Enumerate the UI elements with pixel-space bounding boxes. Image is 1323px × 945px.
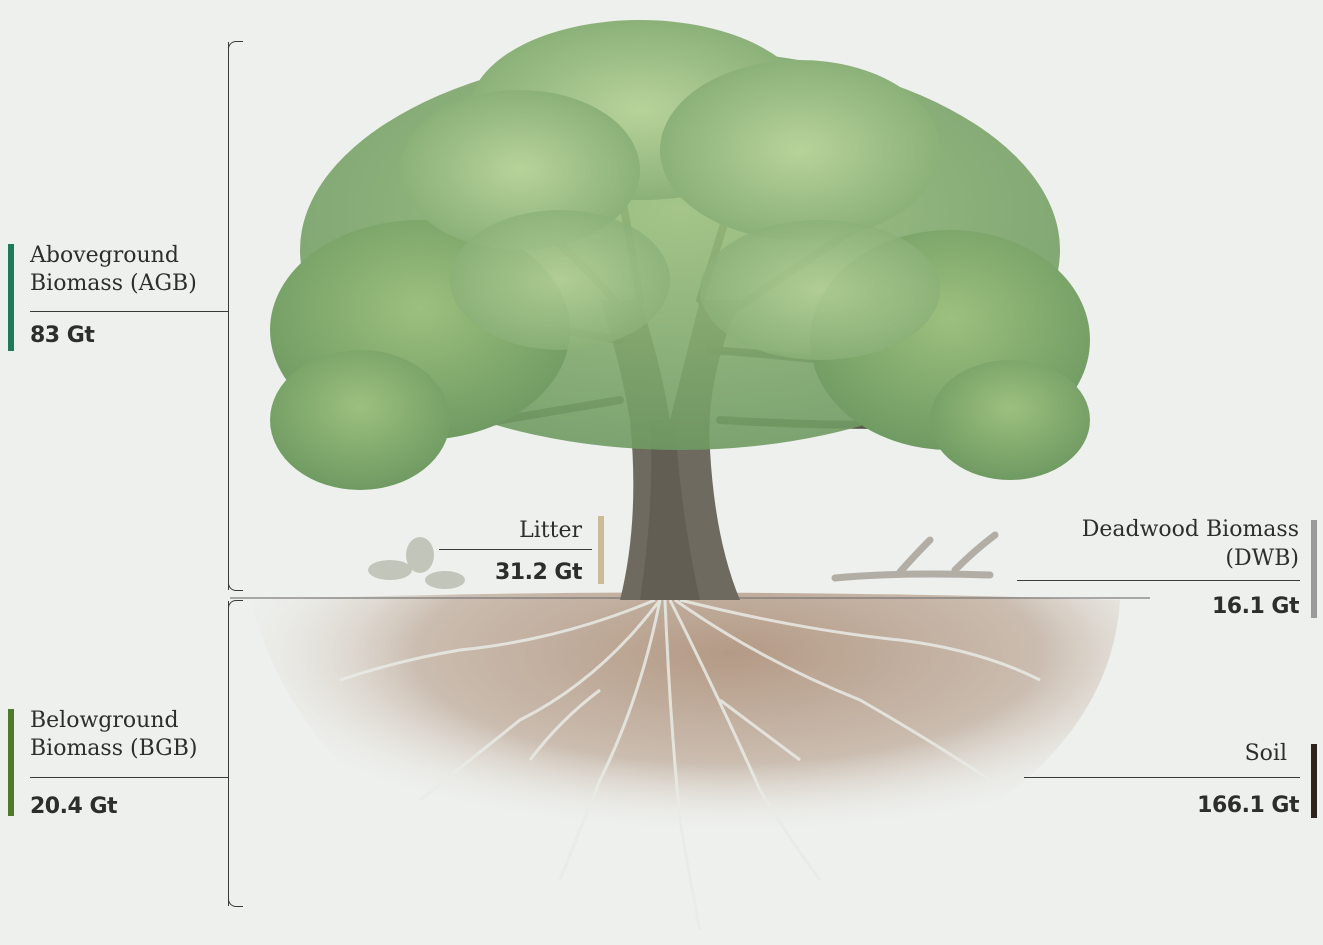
bgb-name-line2: Biomass (BGB) (30, 735, 197, 763)
dwb-accent-bar (1311, 520, 1317, 618)
agb-rule (30, 311, 228, 312)
soil-rule (1024, 777, 1300, 778)
litter-rule (439, 549, 592, 550)
dwb-value: 16.1 Gt (1212, 594, 1299, 619)
soil-name: Soil (1245, 740, 1287, 768)
litter-leaves (368, 537, 465, 589)
dwb-rule (1017, 580, 1300, 581)
dwb-name-line2: (DWB) (1225, 545, 1299, 573)
soil-value: 166.1 Gt (1197, 793, 1299, 818)
agb-value: 83 Gt (30, 323, 94, 348)
litter-value: 31.2 Gt (495, 560, 582, 585)
agb-name-line2: Biomass (AGB) (30, 270, 197, 298)
canopy (270, 20, 1090, 490)
bgb-value: 20.4 Gt (30, 794, 117, 819)
litter-name: Litter (519, 517, 582, 545)
bgb-name-line1: Belowground (30, 707, 179, 735)
belowground-brace (228, 601, 229, 906)
agb-name-line1: Aboveground (30, 242, 179, 270)
soil-accent-bar (1311, 744, 1317, 818)
aboveground-brace (228, 42, 229, 590)
agb-accent-bar (8, 244, 14, 351)
bgb-accent-bar (8, 709, 14, 816)
deadwood-log (835, 535, 995, 578)
litter-accent-bar (598, 516, 604, 584)
dwb-name-line1: Deadwood Biomass (1082, 516, 1299, 544)
bgb-rule (30, 777, 228, 778)
